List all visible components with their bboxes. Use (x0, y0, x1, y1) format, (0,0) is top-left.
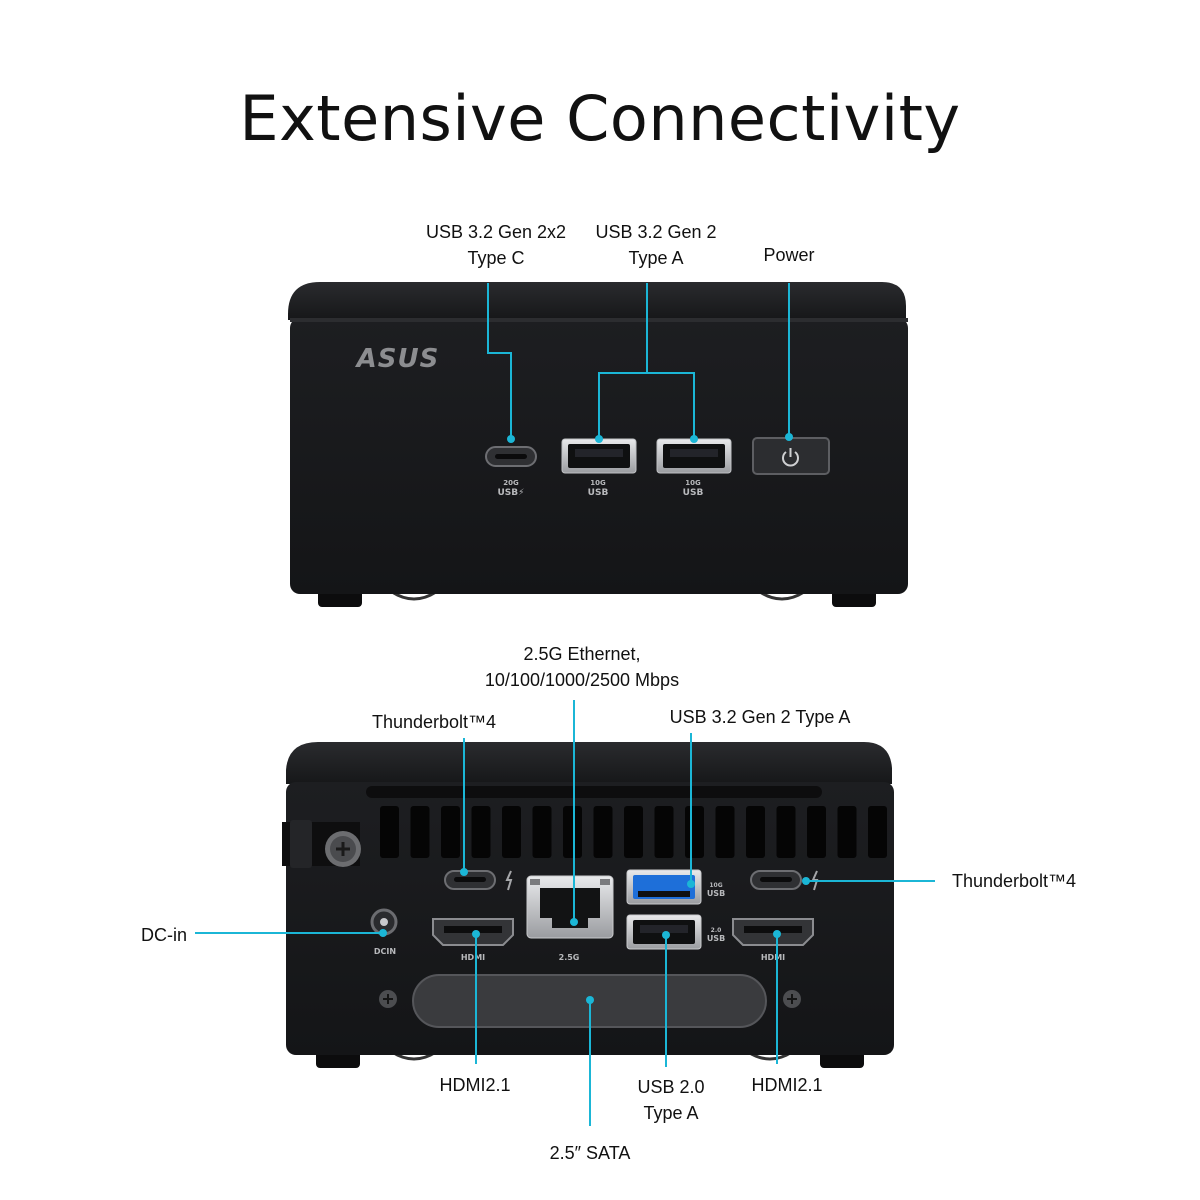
leader-hdmi-left (475, 934, 477, 1064)
front-usb-a-port-2 (656, 438, 732, 474)
rear-usb-a-port-bottom (626, 914, 702, 950)
vent-slot (654, 806, 674, 858)
vent-slot (837, 806, 857, 858)
leader-dot (379, 929, 387, 937)
label-thunderbolt-right: Thunderbolt™4 (951, 871, 1077, 891)
port-mark-usba1-speed: 10G (590, 479, 606, 487)
asus-logo: ASUS (355, 344, 440, 374)
leader-dot (687, 880, 695, 888)
screw-icon (783, 990, 801, 1008)
port-mark-dcin: DCIN (374, 947, 396, 956)
port-mark-hdmi-left: HDMI (461, 953, 485, 962)
power-icon (782, 448, 799, 467)
port-mark-hdmi-right: HDMI (761, 953, 785, 962)
leader-usbc (510, 352, 512, 438)
screw-icon (325, 831, 361, 867)
vent-slot (471, 806, 491, 858)
port-mark-usba1-name: USB (588, 488, 609, 498)
leader-hdmi-right (776, 934, 778, 1064)
leader-dot (773, 930, 781, 938)
vent-slot (593, 806, 613, 858)
vent-slot (441, 806, 460, 858)
port-mark-usb-top-name: USB (707, 889, 725, 898)
label-ethernet: 2.5G Ethernet,10/100/1000/2500 Mbps (484, 644, 680, 690)
leader-usba (693, 372, 695, 438)
vent-slot (868, 806, 887, 858)
port-mark-usba2-speed: 10G (685, 479, 701, 487)
leader-usbc (487, 283, 489, 353)
port-mark-usb-bottom-speed: 2.0 (711, 927, 722, 934)
leader-dot (690, 435, 698, 443)
vent-slot (563, 806, 582, 858)
leader-usbc (487, 352, 512, 354)
vent-slot (380, 806, 399, 858)
port-mark-lan: 2.5G (559, 953, 580, 962)
leader-tb-left (463, 738, 465, 870)
port-mark-usbc-speed: 20G (503, 479, 519, 487)
port-mark-usbc-name: USB⚡ (498, 488, 525, 498)
leader-dot (460, 868, 468, 876)
vent-slot (685, 806, 704, 858)
label-power: Power (763, 245, 815, 265)
leader-dot (595, 435, 603, 443)
label-hdmi-right: HDMI2.1 (751, 1075, 823, 1095)
power-button (752, 437, 830, 475)
port-mark-usb-top-speed: 10G (709, 882, 722, 889)
leader-sata (589, 1000, 591, 1126)
label-usb-a-top: USB 3.2 Gen 2 Type A (669, 707, 851, 727)
vent-slot (776, 806, 796, 858)
port-mark-usba2-name: USB (683, 488, 704, 498)
leader-dot (662, 931, 670, 939)
vent-slot (624, 806, 643, 858)
rear-usb-a-port-top (626, 869, 702, 905)
label-thunderbolt-left: Thunderbolt™4 (371, 712, 497, 732)
thunderbolt-icon (505, 870, 513, 891)
page-title: Extensive Connectivity (239, 82, 961, 155)
leader-tb-right (805, 880, 935, 882)
leader-usba (598, 372, 600, 438)
rear-ethernet-port (526, 875, 614, 939)
leader-usb-top (690, 733, 692, 883)
front-usb-c-port (485, 446, 537, 467)
leader-usba (598, 372, 695, 374)
leader-ethernet (573, 700, 575, 922)
leader-dot (586, 996, 594, 1004)
port-mark-usb-bottom-name: USB (707, 934, 725, 943)
leader-power (788, 283, 790, 436)
vent-slot (715, 806, 735, 858)
rear-thunderbolt-port-left (444, 870, 496, 890)
label-dc-in: DC-in (140, 925, 187, 945)
vent-slot (532, 806, 552, 858)
leader-dcin (195, 932, 381, 934)
screw-icon (379, 990, 397, 1008)
front-usb-a-port-1 (561, 438, 637, 474)
label-sata: 2.5″ SATA (549, 1143, 631, 1163)
rear-thunderbolt-port-right (750, 870, 802, 890)
label-hdmi-left: HDMI2.1 (439, 1075, 511, 1095)
rear-vent-grille (380, 806, 887, 858)
vent-slot (502, 806, 521, 858)
leader-dot (785, 433, 793, 441)
leader-usba (646, 283, 648, 373)
leader-dot (472, 930, 480, 938)
leader-dot (570, 918, 578, 926)
vent-slot (410, 806, 430, 858)
svg-text:ASUS: ASUS (355, 344, 440, 374)
leader-dot (507, 435, 515, 443)
leader-usb20 (665, 935, 667, 1067)
vent-slot (746, 806, 765, 858)
leader-dot (802, 877, 810, 885)
vent-slot (807, 806, 826, 858)
